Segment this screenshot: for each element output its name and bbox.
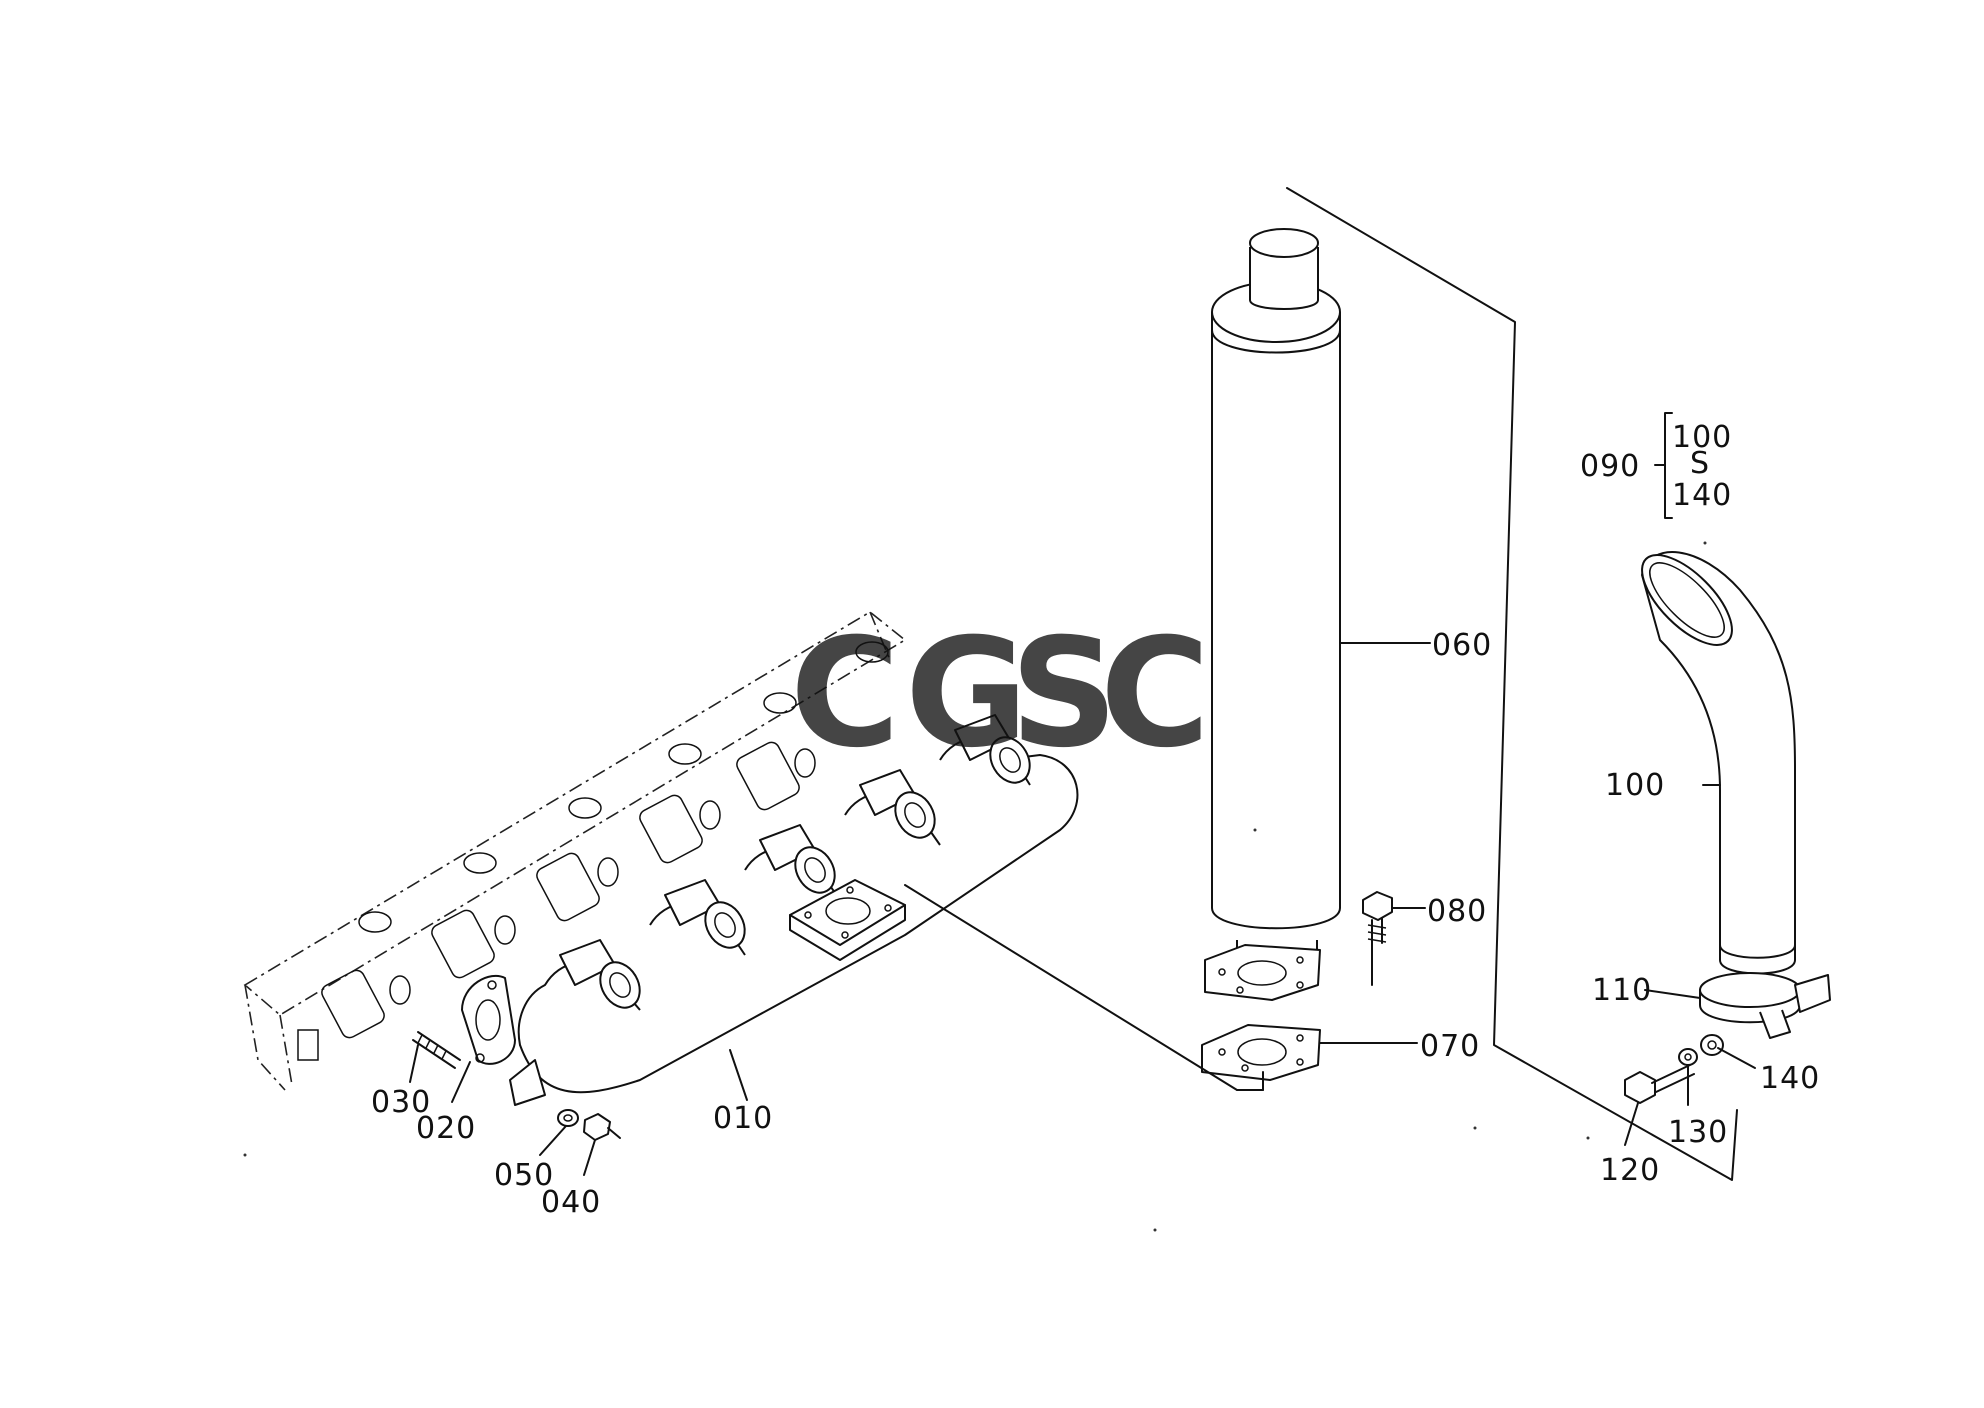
callout-070: 070 <box>1420 1029 1480 1064</box>
watermark-logo: C G S C <box>790 607 1210 781</box>
stud-bolt <box>412 1031 461 1069</box>
watermark-letter-2: G <box>905 607 1028 781</box>
clamp-hardware <box>1624 1034 1724 1104</box>
leader-lines <box>409 187 1756 1181</box>
kit-bracket-from: 100 <box>1672 420 1732 455</box>
exhaust-manifold <box>509 714 1079 1106</box>
callout-110: 110 <box>1592 973 1652 1008</box>
callout-080: 080 <box>1427 894 1487 929</box>
callout-100: 100 <box>1605 768 1665 803</box>
callout-labels: 010 020 030 040 050 060 070 080 090 100 … <box>371 420 1820 1220</box>
callout-020: 020 <box>416 1111 476 1146</box>
watermark-letter-4: C <box>1100 607 1210 781</box>
muffler <box>1204 228 1341 1001</box>
kit-bracket-separator: S <box>1690 446 1710 481</box>
callout-130: 130 <box>1668 1115 1728 1150</box>
callout-030: 030 <box>371 1085 431 1120</box>
callout-120: 120 <box>1600 1153 1660 1188</box>
callout-040: 040 <box>541 1185 601 1220</box>
callout-010: 010 <box>713 1101 773 1136</box>
engine-block-outline <box>243 611 907 1091</box>
muffler-gasket <box>1201 1024 1321 1081</box>
manifold-gasket <box>461 974 516 1065</box>
kit-bracket-to: 140 <box>1672 478 1732 513</box>
watermark-letter-1: C <box>790 607 900 781</box>
callout-060: 060 <box>1432 628 1492 663</box>
watermark-letter-3: S <box>1010 607 1118 781</box>
tail-pipe <box>1641 551 1796 975</box>
callout-140: 140 <box>1760 1061 1820 1096</box>
callout-090: 090 <box>1580 449 1640 484</box>
pipe-clamp <box>1699 972 1831 1039</box>
scan-specks <box>243 541 1707 1232</box>
muffler-bolt <box>1362 891 1393 946</box>
callout-050: 050 <box>494 1158 554 1193</box>
washer-and-nut <box>557 1109 621 1141</box>
